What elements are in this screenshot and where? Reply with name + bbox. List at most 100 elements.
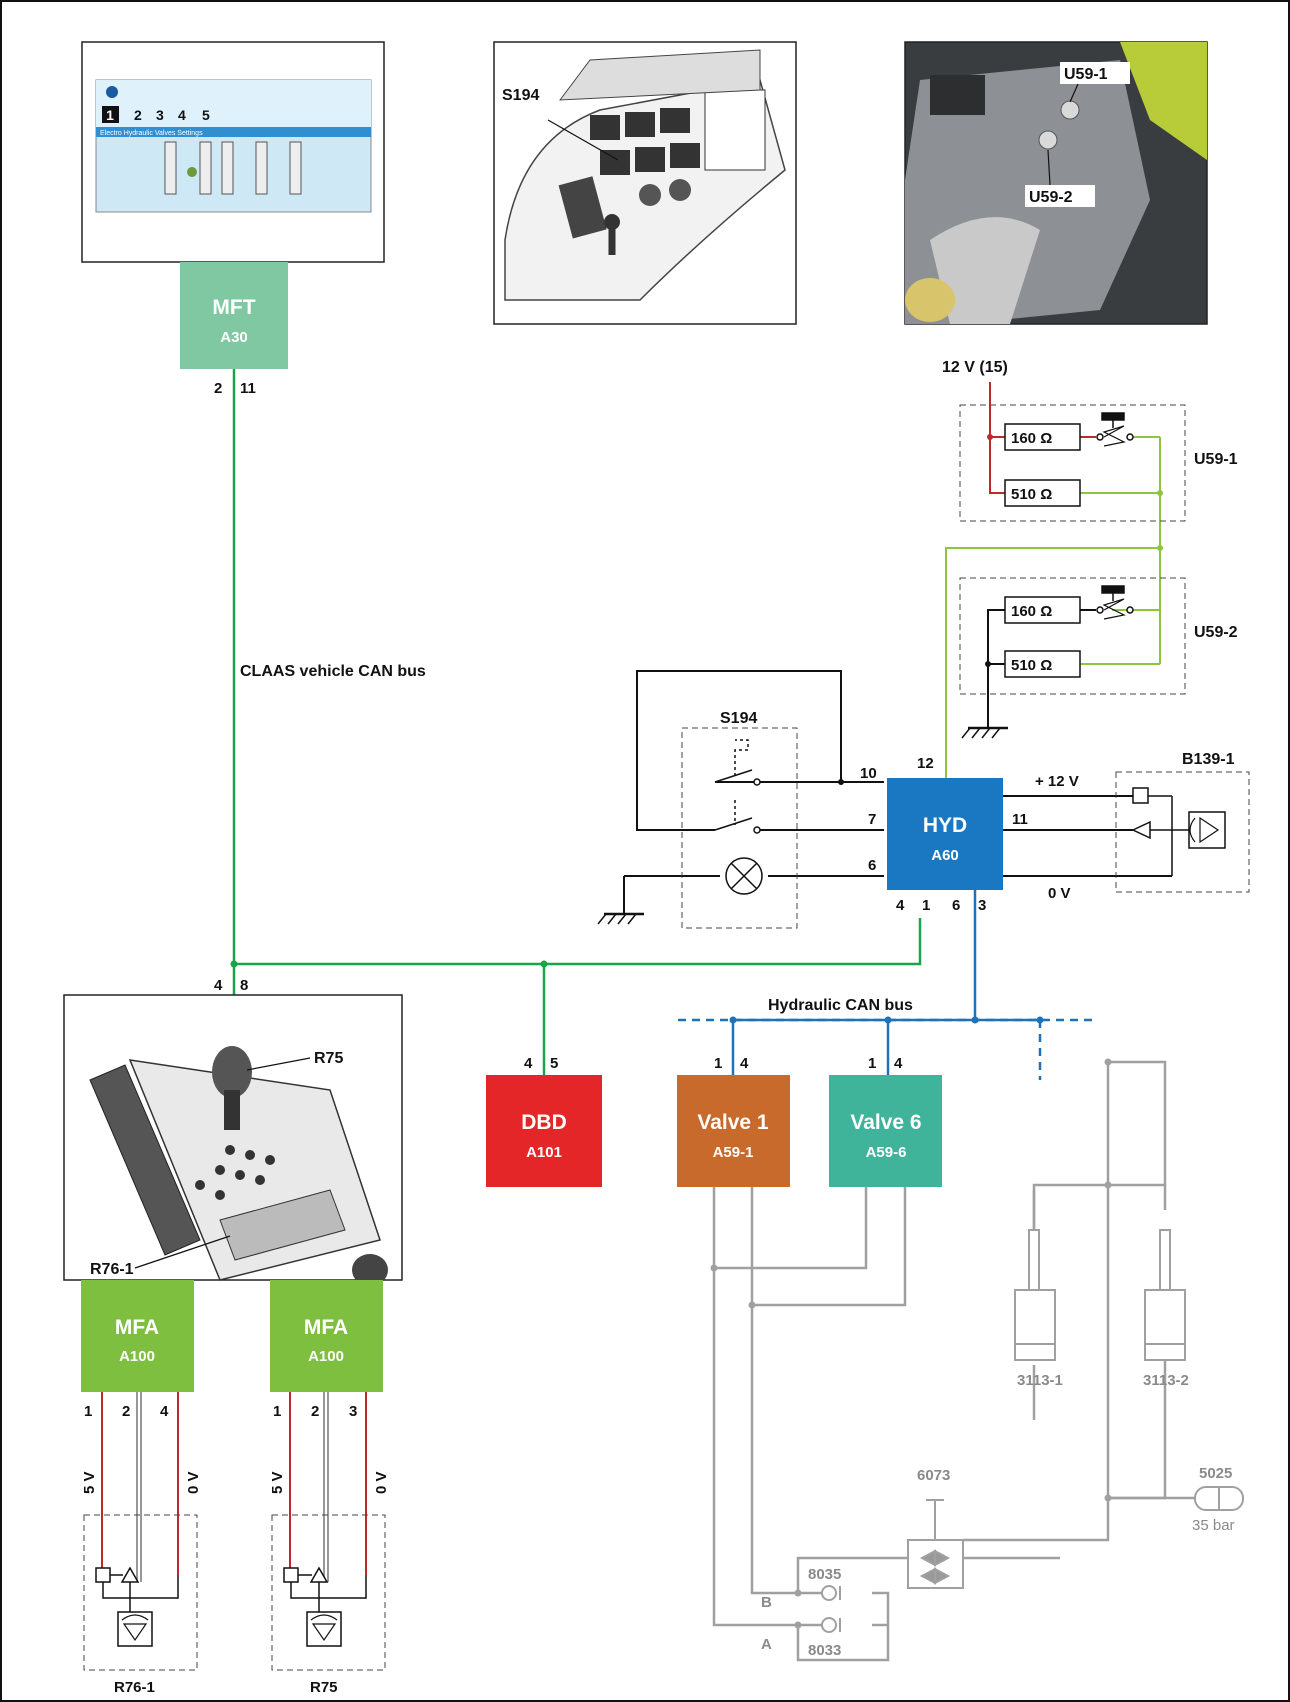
b139-1-label: B139-1: [1182, 751, 1235, 768]
valve-1-name: Valve 1: [697, 1111, 769, 1134]
hyd-pin-12: 12: [917, 755, 934, 772]
dbd-module-name: DBD: [521, 1111, 567, 1134]
check-valve-8035-label: 8035: [808, 1566, 841, 1583]
screen-tab-2: 2: [134, 107, 142, 123]
photo-s194-console: S194: [493, 41, 797, 325]
r75-0v-label: 0 V: [373, 1471, 390, 1494]
hyd-pin-7: 7: [868, 811, 876, 828]
hydraulic-dot: [794, 1621, 802, 1629]
photo-u59-switches: U59-1 U59-2: [904, 41, 1208, 325]
vehicle-can-label: CLAAS vehicle CAN bus: [240, 663, 426, 680]
screen-tab-5: 5: [202, 107, 210, 123]
accumulator-pressure-label: 35 bar: [1192, 1517, 1235, 1534]
b139-1-sensor: [1003, 771, 1250, 893]
mfa-left-module: [81, 1280, 194, 1392]
hydraulic-components: [821, 1229, 1244, 1633]
r75-wiring: [289, 1392, 367, 1582]
mft-module: [180, 262, 288, 369]
vehicle-can-to-hyd: [234, 918, 922, 966]
mfa-left-code: A100: [119, 1348, 155, 1365]
r75-sensor: [271, 1514, 386, 1671]
u59-2-r510: 510 Ω: [1011, 657, 1052, 674]
r76-1-sensor: [83, 1514, 198, 1671]
hyd-pin-1: 1: [922, 897, 930, 914]
mfa-junction-pin-8: 8: [240, 977, 248, 994]
hydraulic-can-dot: [971, 1016, 979, 1024]
hyd-pin-11: 11: [1012, 811, 1028, 828]
dbd-pin-4: 4: [524, 1055, 533, 1072]
photo-label-u59-2: U59-2: [1029, 189, 1073, 206]
valve-1-pin-4: 4: [740, 1055, 749, 1072]
r75-5v-label: 5 V: [269, 1471, 286, 1494]
hyd-module-name: HYD: [923, 814, 967, 837]
mfa-right-pin-1: 1: [273, 1403, 281, 1420]
u59-junction-dot: [1157, 490, 1163, 496]
can-junction-dot: [540, 960, 548, 968]
r76-1-wiring: [101, 1392, 179, 1582]
mfa-right-pin-2: 2: [311, 1403, 319, 1420]
u59-2-r160: 160 Ω: [1011, 603, 1052, 620]
mfa-left-pin-2: 2: [122, 1403, 130, 1420]
photo-mft-terminal: 1 2 3 4 5 Electro Hydraulic Valves Setti…: [81, 41, 385, 263]
valve-6-pin-1: 1: [868, 1055, 876, 1072]
accumulator-5025-label: 5025: [1199, 1465, 1232, 1482]
hyd-pin-10: 10: [860, 765, 877, 782]
hydraulic-can-dot: [884, 1016, 892, 1024]
screen-logo-icon: [106, 86, 118, 98]
mfa-right-name: MFA: [304, 1316, 348, 1339]
valve-1-module: [677, 1075, 790, 1187]
screen-tab-1: 1: [106, 107, 114, 123]
screen-tab-3: 3: [156, 107, 164, 123]
mft-pin-11: 11: [240, 380, 256, 397]
dbd-module-code: A101: [526, 1144, 562, 1161]
u59-2-label: U59-2: [1194, 624, 1238, 641]
valve-6073-label: 6073: [917, 1467, 950, 1484]
zero-v-label: 0 V: [1048, 885, 1071, 902]
mfa-left-pin-1: 1: [84, 1403, 92, 1420]
hydraulic-dot: [1104, 1181, 1112, 1189]
r76-1-label: R76-1: [114, 1679, 155, 1696]
screen-tab-4: 4: [178, 107, 186, 123]
photo-label-s194: S194: [502, 87, 539, 104]
r76-1-5v-label: 5 V: [81, 1471, 98, 1494]
u59-1-r160: 160 Ω: [1011, 430, 1052, 447]
mfa-left-name: MFA: [115, 1316, 159, 1339]
dbd-pin-5: 5: [550, 1055, 558, 1072]
u59-junction-dot: [985, 661, 991, 667]
photo-label-r76-1: R76-1: [90, 1261, 134, 1278]
mfa-right-pin-3: 3: [349, 1403, 357, 1420]
valve-6-module: [829, 1075, 942, 1187]
mfa-right-module: [270, 1280, 383, 1392]
mfa-left-pin-4: 4: [160, 1403, 169, 1420]
hyd-pin-6b: 6: [952, 897, 960, 914]
hydraulic-can-dot: [1036, 1016, 1044, 1024]
mfa-junction-pin-4: 4: [214, 977, 223, 994]
mfa-right-code: A100: [308, 1348, 344, 1365]
valve-1-pin-1: 1: [714, 1055, 722, 1072]
hydraulic-dot: [1104, 1058, 1112, 1066]
u59-1-label: U59-1: [1194, 451, 1238, 468]
screen-header: Electro Hydraulic Valves Settings: [100, 130, 203, 137]
dbd-module: [486, 1075, 602, 1187]
hyd-pin-6: 6: [868, 857, 876, 874]
u59-components: [959, 404, 1186, 739]
mft-module-code: A30: [220, 329, 248, 346]
r76-1-0v-label: 0 V: [185, 1471, 202, 1494]
valve-6-code: A59-6: [866, 1144, 907, 1161]
port-b-label: B: [761, 1594, 772, 1611]
hydraulic-can-dot: [729, 1016, 737, 1024]
u59-1-r510: 510 Ω: [1011, 486, 1052, 503]
photo-label-r75: R75: [314, 1050, 343, 1067]
u59-junction-dot: [1157, 545, 1163, 551]
valve-6-name: Valve 6: [850, 1111, 921, 1134]
u59-junction-dot: [987, 434, 993, 440]
hyd-pin-4: 4: [896, 897, 905, 914]
port-a-label: A: [761, 1636, 772, 1653]
cylinder-3113-1-label: 3113-1: [1017, 1372, 1063, 1389]
cylinder-3113-2-label: 3113-2: [1143, 1372, 1189, 1389]
hydraulic-dot: [794, 1589, 802, 1597]
supply-12v-label: 12 V (15): [942, 359, 1008, 376]
photo-joystick-armrest: R75 R76-1: [63, 994, 403, 1286]
